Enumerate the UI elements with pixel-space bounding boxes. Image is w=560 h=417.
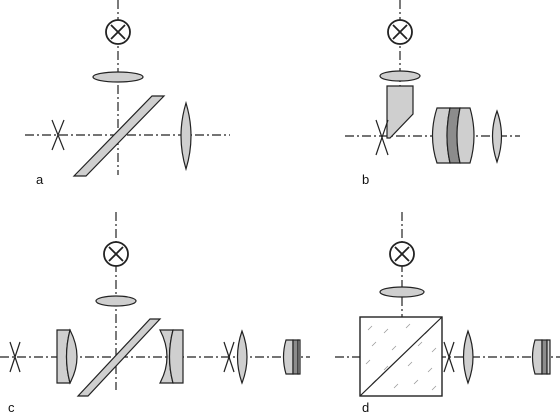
- panel-label-b: b: [362, 172, 369, 187]
- reflecting-prism: [386, 85, 414, 139]
- beam-splitter-cube: [359, 316, 443, 397]
- objective-lens: [180, 100, 192, 172]
- panel-b: b: [345, 0, 520, 187]
- beam-splitter-plate: [72, 95, 166, 177]
- eyepiece-lens: [282, 339, 301, 375]
- focal-point-marker: [223, 341, 235, 373]
- eyepiece-lens: [531, 339, 551, 375]
- panel-c: c: [0, 212, 310, 415]
- imaging-lens: [462, 329, 474, 385]
- light-source-icon: [105, 19, 131, 45]
- panel-label-a: a: [36, 172, 44, 187]
- condenser-lens: [92, 71, 144, 83]
- panel-d: d: [335, 212, 560, 415]
- condenser-lens: [379, 70, 421, 82]
- cemented-doublet-lens: [431, 107, 475, 164]
- panel-a: a: [25, 0, 230, 187]
- beam-splitter-plate: [76, 318, 162, 397]
- panel-label-d: d: [362, 400, 369, 415]
- focal-point-marker: [51, 119, 65, 151]
- panel-label-c: c: [8, 400, 15, 415]
- light-source-icon: [389, 241, 415, 267]
- light-source-icon: [103, 241, 129, 267]
- focal-point-marker: [443, 341, 455, 373]
- condenser-lens: [379, 286, 425, 298]
- field-lens-doublet: [56, 328, 78, 385]
- condenser-lens: [95, 295, 137, 307]
- focal-point-marker: [375, 119, 389, 156]
- focal-point-marker: [9, 341, 21, 373]
- collimator-doublet: [158, 329, 184, 384]
- objective-lens: [491, 109, 503, 164]
- imaging-lens: [236, 329, 248, 385]
- light-source-icon: [387, 19, 413, 45]
